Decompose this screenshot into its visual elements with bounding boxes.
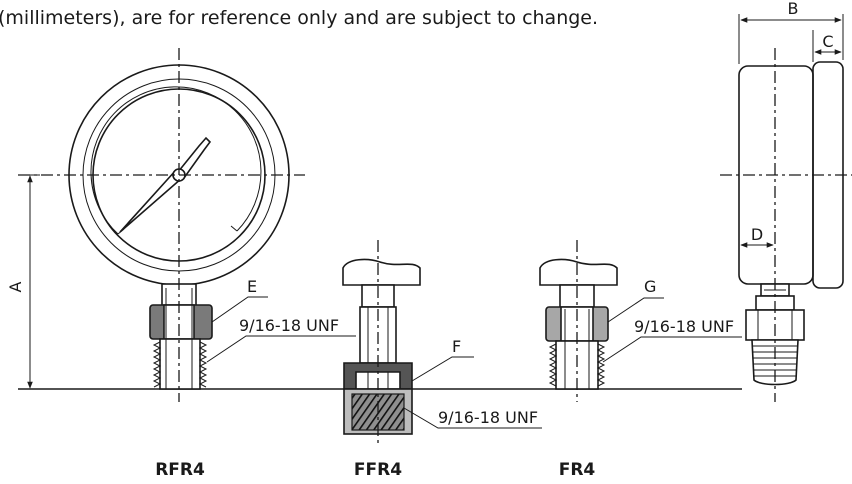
dimension-d-label: D [751, 225, 763, 244]
leader-rfr4-thread [206, 335, 356, 363]
ffr4-thread-callout: 9/16-18 UNF [438, 408, 538, 427]
fr4-thread-callout: 9/16-18 UNF [634, 317, 734, 336]
leader-f [411, 356, 474, 382]
side-view-gauge [738, 61, 844, 386]
fr4-fitting [539, 258, 618, 390]
model-label-fr4: FR4 [559, 460, 596, 480]
rfr4-thread [152, 341, 208, 388]
dimension-c-label: C [822, 32, 833, 51]
dimension-b-label: B [788, 0, 799, 18]
caption-text: (millimeters), are for reference only an… [0, 7, 598, 29]
dimension-a-label: A [6, 281, 25, 292]
pointer-needle [119, 168, 184, 233]
leader-fr4-thread [602, 336, 742, 363]
label-f: F [452, 337, 461, 356]
label-e: E [247, 277, 257, 296]
leader-e [211, 296, 268, 323]
leader-ffr4-thread [403, 407, 542, 429]
leader-g [607, 297, 664, 323]
model-label-rfr4: RFR4 [155, 460, 205, 480]
model-label-ffr4: FFR4 [354, 460, 402, 480]
ffr4-fitting [342, 258, 421, 435]
rfr4-gauge [68, 64, 290, 390]
rfr4-thread-callout: 9/16-18 UNF [239, 316, 339, 335]
label-g: G [644, 277, 656, 296]
